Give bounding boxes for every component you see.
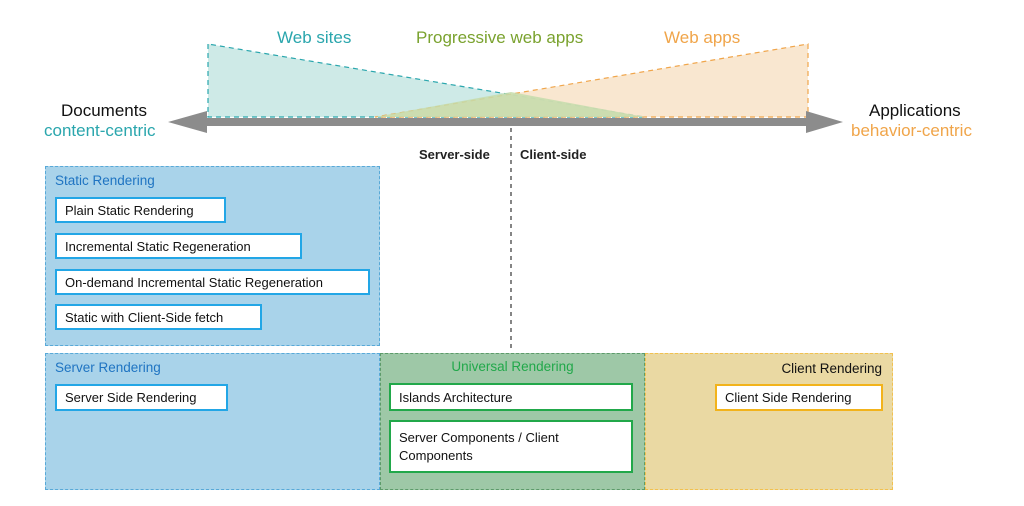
static-rendering-panel: Static Rendering Plain Static Rendering … [45,166,380,346]
static-rendering-title: Static Rendering [55,173,155,188]
content-centric-label: content-centric [44,121,156,140]
server-side-rendering-box: Server Side Rendering [55,384,228,411]
web-apps-label: Web apps [664,28,741,47]
pwa-overlap-zone [375,92,645,117]
behavior-centric-label: behavior-centric [851,121,972,140]
server-client-components-box: Server Components / Client Components [389,420,633,473]
spectrum-axis-arrow [168,111,843,133]
documents-label: Documents [61,101,147,120]
islands-architecture-box: Islands Architecture [389,383,633,411]
universal-rendering-title: Universal Rendering [451,359,574,374]
plain-static-rendering-box: Plain Static Rendering [55,197,226,223]
pwa-label: Progressive web apps [416,28,584,47]
on-demand-isr-box: On-demand Incremental Static Regeneratio… [55,269,370,295]
client-side-label: Client-side [520,147,587,162]
web-sites-label: Web sites [277,28,352,47]
client-side-rendering-box: Client Side Rendering [715,384,883,411]
server-rendering-title: Server Rendering [55,360,161,375]
static-client-fetch-box: Static with Client-Side fetch [55,304,262,330]
applications-label: Applications [869,101,961,120]
server-side-label: Server-side [419,147,490,162]
client-rendering-panel: Client Rendering Client Side Rendering [645,353,893,490]
universal-rendering-panel: Universal Rendering Islands Architecture… [380,353,645,490]
client-rendering-title: Client Rendering [781,361,882,376]
server-rendering-panel: Server Rendering Server Side Rendering [45,353,380,490]
incremental-static-regeneration-box: Incremental Static Regeneration [55,233,302,259]
